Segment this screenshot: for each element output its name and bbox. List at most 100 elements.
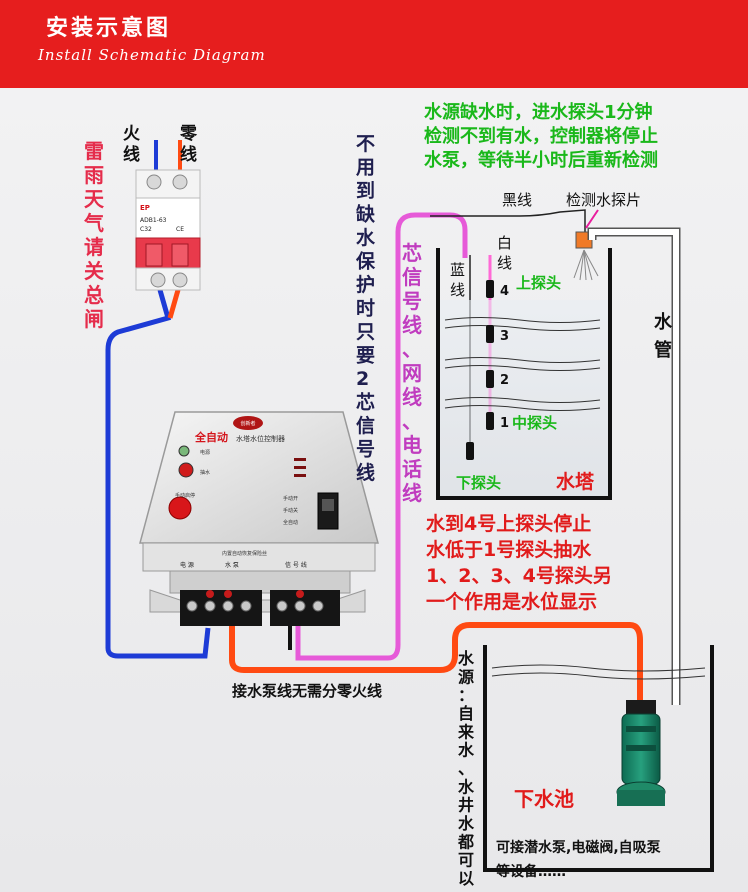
terminal-group-pump: 水 泵	[225, 561, 239, 569]
water-source-char: 井	[458, 796, 474, 815]
no-shortage-note-char: 到	[356, 180, 375, 202]
upper-probe-label: 上探头	[516, 274, 561, 292]
no-shortage-note-char: 只	[356, 321, 375, 343]
detect-plate-arrow	[585, 209, 599, 229]
black-wire	[430, 209, 586, 232]
water-source-char: 、	[458, 759, 474, 778]
water-source-char: 可	[458, 851, 474, 870]
neutral-wire-label-2: 线	[180, 144, 197, 165]
water-source-char: 水	[458, 649, 475, 668]
page-title: 安装示意图	[46, 16, 172, 41]
lamp-power-label: 电源	[200, 449, 210, 456]
black-wire-label: 黑线	[502, 191, 532, 209]
probe-num-1: 1	[500, 416, 509, 431]
probe-num-4: 4	[500, 284, 509, 299]
water-level-controller: 创新者 全自动 水塔水位控制器 电源 抽水 手动启停 手动开 手动关 全自动 内…	[139, 411, 379, 626]
lamp-pump-label: 抽水	[200, 469, 210, 476]
no-shortage-note-char: 号	[356, 439, 375, 461]
water-source-char: 水	[458, 741, 475, 760]
white-wire-label-1: 白	[497, 234, 512, 252]
page-subtitle: Install Schematic Diagram	[38, 46, 266, 64]
device-note-line-1: 可接潜水泵,电磁阀,自吸泵	[496, 839, 661, 856]
no-shortage-note-char: 不	[356, 133, 375, 155]
blue-wire-label-2: 线	[450, 281, 465, 299]
detect-plate-label: 检测水探片	[566, 191, 641, 209]
probe-1	[486, 412, 494, 430]
white-wire-label-2: 线	[497, 254, 512, 272]
no-shortage-note-char: 时	[356, 298, 375, 320]
neutral-wire-label-1: 零	[179, 124, 198, 144]
switch-label-off: 手动关	[283, 507, 298, 514]
no-shortage-note-char: 缺	[356, 203, 376, 226]
storm-note-char: 气	[83, 211, 104, 235]
pump-wire-orange	[229, 622, 643, 705]
shortage-note-line-2: 检测不到有水，控制器将停止	[424, 125, 658, 147]
signal-wire-note-char: 、	[402, 337, 422, 361]
storm-note-char: 总	[84, 283, 104, 307]
water-source-char: 源	[458, 667, 474, 686]
water-source-char: 水	[458, 814, 475, 833]
probe-lower	[466, 442, 474, 460]
submersible-pump	[616, 700, 666, 806]
water-source-char: 自	[458, 704, 474, 723]
water-source-char: ：	[458, 686, 474, 705]
stop-note-line-4: 一个作用是水位显示	[426, 590, 597, 613]
signal-wire-note-char: 电	[402, 433, 422, 457]
probe-2	[486, 370, 494, 388]
live-wire-label-2: 线	[123, 144, 140, 165]
blue-wire-label-1: 蓝	[450, 261, 465, 279]
live-wire-blue	[105, 289, 211, 659]
pump-wire-note: 接水泵线无需分零火线	[232, 682, 382, 700]
switch-label-auto: 全自动	[283, 519, 298, 526]
lower-pool	[483, 645, 714, 872]
no-shortage-note-char: 用	[356, 157, 375, 179]
probe-4	[486, 280, 494, 298]
mid-probe-label: 中探头	[512, 414, 557, 432]
signal-wire-note-char: 号	[402, 289, 422, 313]
header-banner: 安装示意图 Install Schematic Diagram	[0, 0, 748, 88]
live-wire-label-1: 火	[123, 124, 141, 144]
controller-title: 全自动	[194, 430, 228, 444]
signal-wire-note-char: 线	[402, 313, 422, 337]
water-source-char: 都	[457, 832, 474, 851]
water-tower	[436, 248, 612, 500]
shortage-note-line-3: 水泵，等待半小时后重新检测	[424, 149, 658, 171]
breaker-brand: EP	[140, 204, 150, 212]
no-shortage-note-char: 水	[356, 227, 376, 249]
no-shortage-note-char: 芯	[356, 391, 375, 414]
signal-wire-note-char: 、	[402, 409, 422, 433]
stop-note-line-1: 水到4号上探头停止	[426, 512, 591, 535]
breaker-model: ADB1-63	[140, 217, 167, 224]
breaker-rating: C32	[140, 226, 152, 233]
probe-3	[486, 325, 494, 343]
no-shortage-note-char: 护	[356, 273, 375, 296]
no-shortage-note-char: 线	[356, 461, 375, 484]
manual-button-label: 手动启停	[175, 492, 195, 499]
terminal-header: 内置自动恢复保险丝	[222, 550, 267, 557]
no-shortage-note-char: 2	[356, 368, 369, 390]
water-pipe-label-1: 水	[654, 311, 673, 333]
water-source-char: 以	[458, 869, 474, 888]
probe-num-2: 2	[500, 373, 509, 388]
signal-wire-note-char: 网	[402, 361, 422, 385]
water-tower-label: 水塔	[556, 470, 595, 493]
signal-wire-note-char: 信	[402, 265, 422, 289]
signal-wire-magenta	[295, 212, 468, 661]
device-note-line-2: 等设备……	[496, 863, 566, 880]
signal-wire-note-char: 芯	[402, 241, 422, 265]
no-shortage-note-char: 信	[356, 414, 375, 437]
lower-pool-label: 下水池	[514, 787, 574, 811]
storm-note-char: 闸	[84, 307, 104, 331]
signal-wire-note-char: 线	[402, 481, 422, 505]
water-source-char: 水	[458, 777, 475, 796]
storm-note-char: 雷	[84, 139, 104, 163]
controller-brand: 创新者	[240, 420, 255, 427]
signal-wire-note-char: 线	[402, 385, 422, 409]
lower-probe-label: 下探头	[456, 474, 501, 492]
no-shortage-note-char: 要	[356, 345, 375, 367]
